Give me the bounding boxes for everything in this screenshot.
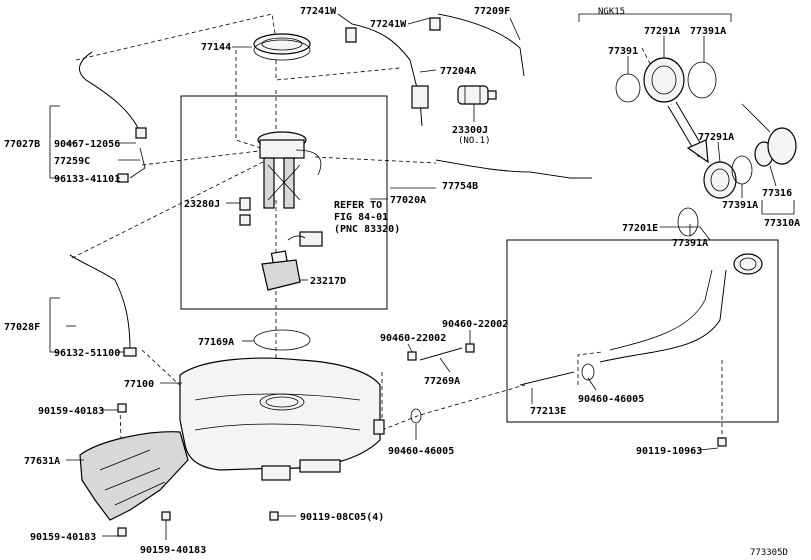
part-fuel-pump-module — [257, 131, 322, 209]
leader-lines — [66, 13, 777, 540]
label-77391a-a: 77391A — [690, 26, 726, 37]
part-77100-fuel-tank — [179, 357, 385, 481]
label-90159-40183-c: 90159-40183 — [140, 545, 206, 556]
part-77291a-cap-lower — [703, 161, 737, 199]
label-90159-40183-b: 90159-40183 — [30, 532, 96, 543]
label-77631a: 77631A — [24, 456, 60, 467]
label-77269a: 77269A — [424, 376, 460, 387]
label-23300j: 23300J — [452, 125, 488, 136]
figure-id: 773305D — [750, 548, 788, 558]
label-77310a: 77310A — [764, 218, 800, 229]
part-77631a-insulator — [79, 431, 189, 521]
part-77169a-gasket — [253, 329, 311, 351]
label-77259c: 77259C — [54, 156, 90, 167]
label-23217d: 23217D — [310, 276, 346, 287]
label-77316: 77316 — [762, 188, 792, 199]
label-77204a: 77204A — [440, 66, 476, 77]
part-77391a-ring-top — [687, 61, 717, 99]
part-77028f-tube — [69, 254, 137, 357]
label-77241w-b: 77241W — [370, 19, 407, 30]
part-77027b-tube — [79, 51, 147, 183]
part-23300j-canister — [457, 85, 497, 105]
label-96132-51100: 96132-51100 — [54, 348, 120, 359]
label-77754b: 77754B — [442, 181, 478, 192]
label-77020a: 77020A — [390, 195, 426, 206]
label-refer-3: (PNC 83320) — [334, 224, 400, 235]
arrow-icon — [667, 101, 709, 164]
part-77201e-filler-pipe — [599, 253, 763, 363]
label-77391: 77391 — [608, 46, 638, 57]
label-77213e: 77213E — [530, 406, 566, 417]
part-23217d-pump — [261, 231, 323, 291]
label-77241w-a: 77241W — [300, 6, 337, 17]
part-77204a-tube — [351, 13, 525, 127]
fuel-pump-assembly-frame — [180, 95, 388, 310]
label-77209f: 77209F — [474, 6, 510, 17]
label-group-ngk15: NGK15 — [598, 7, 625, 17]
label-90119-10963: 90119-10963 — [636, 446, 702, 457]
bracket-77027b — [49, 106, 60, 179]
label-77028f: 77028F — [4, 322, 40, 333]
label-77391a-b: 77391A — [722, 200, 758, 211]
part-77213e-hose — [410, 363, 595, 424]
part-77144-ring — [253, 33, 311, 61]
label-90460-46005-b: 90460-46005 — [578, 394, 644, 405]
part-77391-ring — [615, 73, 641, 103]
part-77391a-ring-low — [677, 207, 699, 237]
part-77754b-tube — [435, 159, 592, 179]
label-90159-40183-a: 90159-40183 — [38, 406, 104, 417]
label-77027b: 77027B — [4, 139, 40, 150]
label-77169a: 77169A — [198, 337, 234, 348]
bolts — [117, 343, 727, 537]
part-77391a-ring-mid — [731, 155, 753, 185]
label-90467-12056: 90467-12056 — [54, 139, 120, 150]
label-77144: 77144 — [201, 42, 231, 53]
label-23280j: 23280J — [184, 199, 220, 210]
label-96133-41101: 96133-41101 — [54, 174, 120, 185]
label-90460-22002-b: 90460-22002 — [442, 319, 508, 330]
label-77291a-b: 77291A — [698, 132, 734, 143]
label-77391a-c: 77391A — [672, 238, 708, 249]
part-77310a-fuel-cap — [741, 103, 797, 165]
label-77100: 77100 — [124, 379, 154, 390]
label-90460-46005-a: 90460-46005 — [388, 446, 454, 457]
label-refer-1: REFER TO — [334, 200, 382, 211]
part-labels: NGK15 77144 77241W 77241W 77209F 77204A … — [4, 6, 800, 558]
label-refer-2: FIG 84-01 — [334, 212, 388, 223]
part-77241w-clips — [345, 17, 441, 43]
ngk15-bracket — [578, 13, 732, 22]
part-77291a-cap-top — [643, 57, 685, 103]
bracket-77028f — [49, 298, 60, 353]
bracket-77310a — [761, 200, 795, 215]
label-77201e: 77201E — [622, 223, 658, 234]
filler-pipe-assembly-frame — [506, 239, 779, 423]
label-77291a-a: 77291A — [644, 26, 680, 37]
label-90119-08c05: 90119-08C05(4) — [300, 512, 384, 523]
part-23280j-filter — [239, 197, 251, 226]
label-23300j-note: (NO.1) — [458, 136, 491, 146]
label-90460-22002-a: 90460-22002 — [380, 333, 446, 344]
